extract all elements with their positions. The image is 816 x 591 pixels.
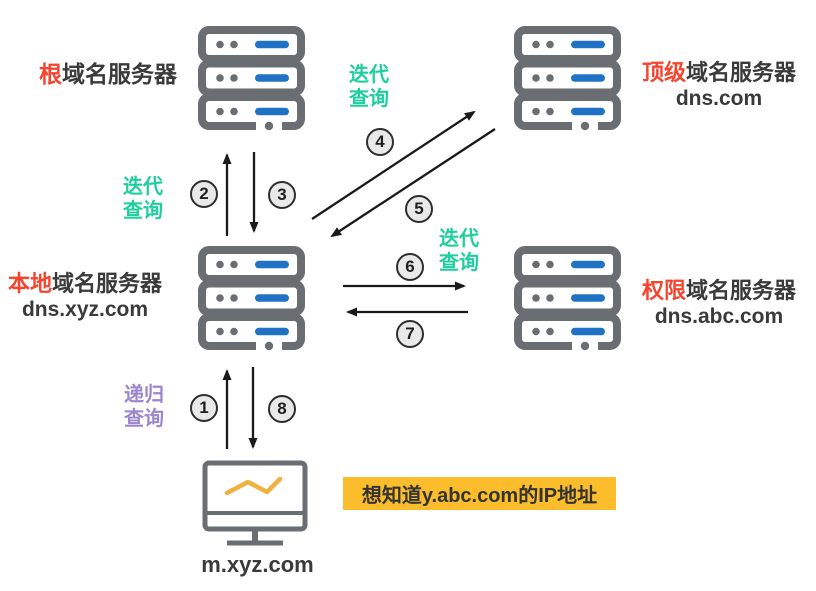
local-server-domain: dns.xyz.com	[21, 298, 149, 321]
step-circle-1: 1	[190, 394, 218, 422]
auth-server-domain: dns.abc.com	[654, 305, 784, 328]
step-circle-6: 6	[396, 253, 424, 281]
local-server-label-highlight: 本地	[7, 271, 52, 296]
local-server-label-rest: 域名服务器	[52, 271, 163, 296]
server-stack-icon	[198, 26, 305, 131]
monitor-icon	[202, 460, 312, 548]
server-stack-icon	[514, 246, 621, 351]
iterative-query-label-right: 迭代 查询	[432, 227, 486, 275]
step-circle-4: 4	[366, 128, 394, 156]
step-circle-5: 5	[405, 195, 433, 223]
iterative-query-top-line1: 迭代	[349, 64, 389, 86]
root-server-label-highlight: 根	[39, 61, 62, 87]
step-circle-7: 7	[396, 320, 424, 348]
recursive-query-line2: 查询	[124, 408, 164, 430]
iterative-query-right-line1: 迭代	[439, 228, 479, 250]
server-stack-icon	[514, 26, 621, 131]
server-stack-icon	[198, 246, 305, 351]
iterative-query-top-line2: 查询	[349, 88, 389, 110]
tld-server-label-highlight: 顶级	[641, 60, 686, 85]
query-note-banner: 想知道y.abc.com的IP地址	[343, 477, 616, 510]
recursive-query-line1: 递归	[124, 384, 164, 406]
iterative-query-left-line1: 迭代	[123, 176, 163, 198]
auth-server-label-rest: 域名服务器	[686, 278, 797, 303]
client-label: m.xyz.com	[201, 552, 314, 577]
iterative-query-label-top: 迭代 查询	[342, 63, 396, 111]
tld-server-label-rest: 域名服务器	[686, 60, 797, 85]
tld-server-domain: dns.com	[675, 87, 763, 110]
auth-server-label: 权限域名服务器 dns.abc.com	[636, 278, 802, 330]
iterative-query-left-line2: 查询	[123, 200, 163, 222]
auth-server-label-highlight: 权限	[641, 278, 686, 303]
step-circle-8: 8	[268, 395, 296, 423]
iterative-query-label-left: 迭代 查询	[116, 175, 170, 223]
local-server-name: 本地域名服务器	[5, 271, 165, 297]
root-server-label: 根域名服务器	[30, 61, 186, 87]
recursive-query-label: 递归 查询	[117, 383, 171, 431]
step-circle-3: 3	[268, 181, 296, 209]
local-server-label: 本地域名服务器 dns.xyz.com	[5, 271, 165, 323]
arrow-step-4-local-to-tld	[311, 110, 476, 220]
root-server-label-rest: 域名服务器	[62, 61, 177, 87]
tld-server-name: 顶级域名服务器	[636, 60, 802, 86]
iterative-query-right-line2: 查询	[439, 252, 479, 274]
step-circle-2: 2	[190, 180, 218, 208]
auth-server-name: 权限域名服务器	[636, 278, 802, 304]
tld-server-label: 顶级域名服务器 dns.com	[636, 60, 802, 112]
